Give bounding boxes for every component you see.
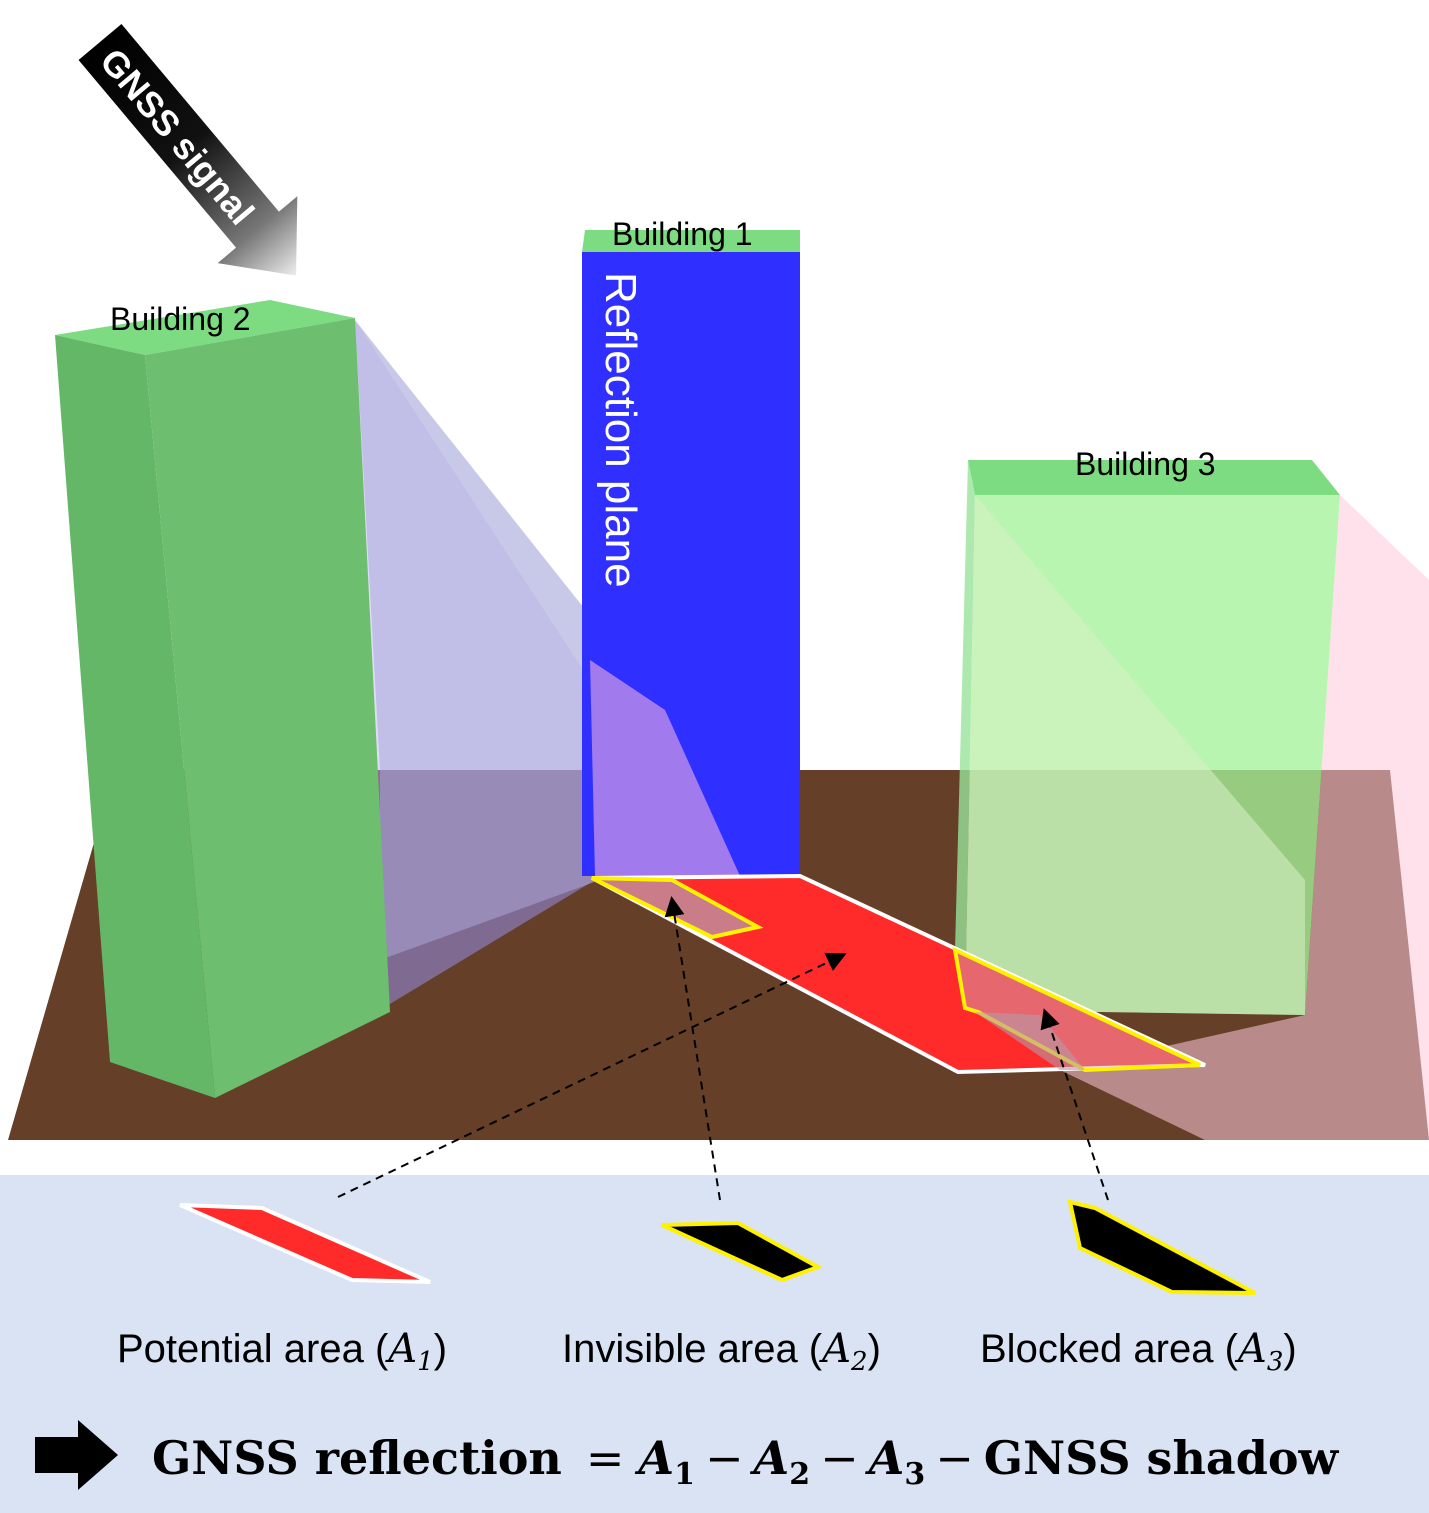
invisible-leader-line: [664, 896, 721, 1201]
building1-roof: [582, 230, 800, 252]
reflection-plane-label: Reflection plane: [596, 272, 645, 588]
building1-reflection-overlay: [590, 660, 740, 876]
building2-front-face: [55, 335, 215, 1098]
building2-roof: [55, 300, 355, 355]
invisible-area-swatch: [661, 1220, 823, 1283]
blocked-area-region-inner: [975, 1012, 1085, 1070]
blocked-area-label: Blocked area (A3): [980, 1326, 1297, 1377]
building3-roof: [968, 460, 1340, 495]
potential-area-swatch: [179, 1203, 431, 1284]
potential-leader-line: [337, 952, 847, 1198]
building2-label: Building 2: [110, 301, 251, 337]
formula-arrow-icon: [35, 1420, 118, 1490]
building3-shadow-diagonal: [965, 495, 1305, 1015]
gnss-signal-label: GNSS signal: [92, 41, 262, 233]
building1-label: Building 1: [612, 216, 753, 252]
blocked-leader-line: [1040, 1008, 1109, 1201]
building2-shadow-floor: [380, 770, 630, 1010]
gnss-signal-arrow: GNSS signal: [78, 24, 298, 276]
formula-text: GNSS reflection=A1−A2−A3−GNSS shadow: [152, 1431, 1340, 1492]
building3-shadow: [1060, 495, 1429, 1140]
building3-side-face: [955, 460, 975, 1010]
building3-label: Building 3: [1075, 446, 1216, 482]
building2-side-face: [145, 318, 390, 1098]
potential-area-label: Potential area (A1): [117, 1326, 447, 1377]
invisible-area-label: Invisible area (A2): [562, 1326, 881, 1377]
blocked-area-swatch: [1067, 1199, 1256, 1295]
